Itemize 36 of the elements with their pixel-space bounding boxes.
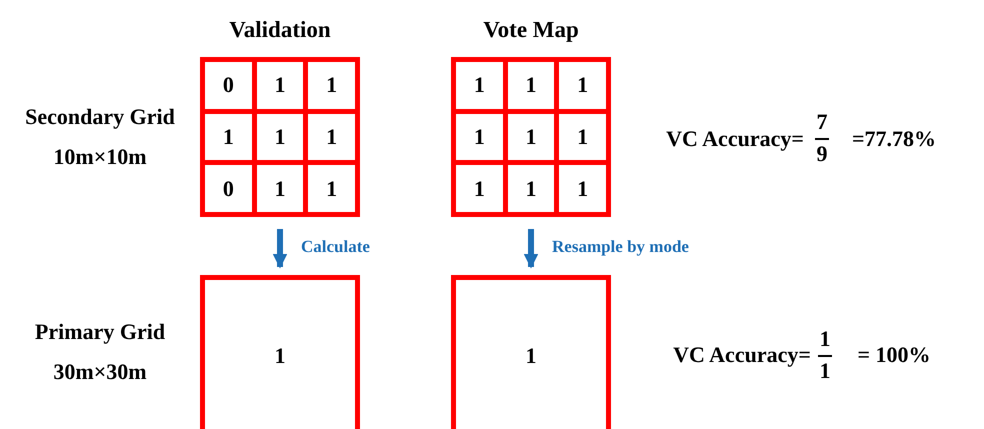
row-label: Primary Grid — [34, 319, 166, 345]
grid-cell: 1 — [456, 62, 503, 109]
row-label: 10m×10m — [53, 144, 147, 170]
edge-label: Resample by mode — [552, 237, 689, 257]
grid-cell: 1 — [308, 62, 355, 109]
grid-cell: 1 — [256, 114, 304, 160]
grid-cell: 1 — [559, 165, 606, 212]
grid-box: 1 — [200, 275, 360, 429]
fraction-denominator: 9 — [816, 141, 828, 167]
formula-text: =77.78% — [852, 126, 936, 152]
row-label: Secondary Grid — [25, 104, 175, 130]
formula-text: VC Accuracy= — [673, 342, 811, 368]
grid-cell: 1 — [508, 165, 554, 212]
formula-text: = 100% — [857, 342, 931, 368]
grid-cell: 1 — [256, 62, 304, 109]
grid-title: Validation — [228, 16, 332, 44]
grid-cell: 1 — [456, 114, 503, 160]
grid-cell: 1 — [308, 114, 355, 160]
fraction-denominator: 1 — [820, 358, 830, 384]
formula-text: VC Accuracy= — [666, 126, 804, 152]
grid-cell: 1 — [308, 165, 355, 212]
grid-cell: 1 — [508, 62, 554, 109]
grid-cell: 1 — [508, 114, 554, 160]
grid-cell: 1 — [205, 114, 252, 160]
grid-cell: 0 — [205, 62, 252, 109]
grid-cell: 1 — [559, 114, 606, 160]
grid-cell: 1 — [256, 165, 304, 212]
edge-label: Calculate — [301, 237, 370, 257]
grid-cell: 1 — [559, 62, 606, 109]
grid-cell: 0 — [205, 165, 252, 212]
row-label: 30m×30m — [53, 359, 147, 385]
fraction-numerator: 1 — [820, 326, 830, 352]
grid-title: Vote Map — [482, 16, 580, 44]
grid-box: 1 — [451, 275, 611, 429]
fraction-numerator: 7 — [816, 109, 828, 135]
grid-cell: 1 — [456, 165, 503, 212]
